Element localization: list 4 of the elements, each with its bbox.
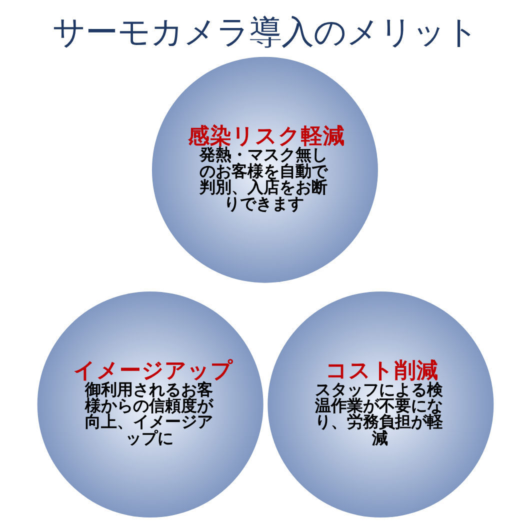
node-circle: イメージアップ 御利用されるお客様からの信頼度が向上、イメージアップに	[36, 292, 263, 518]
node-circle: 感染リスク軽減 発熱・マスク無しのお客様を自動で判別、入店をお断りできます	[151, 56, 378, 283]
node-circle: コスト削減 スタッフによる検温作業が不要になり、労務負担が軽減	[267, 292, 494, 518]
diagram-title: サーモカメラ導入のメリット	[52, 12, 478, 51]
